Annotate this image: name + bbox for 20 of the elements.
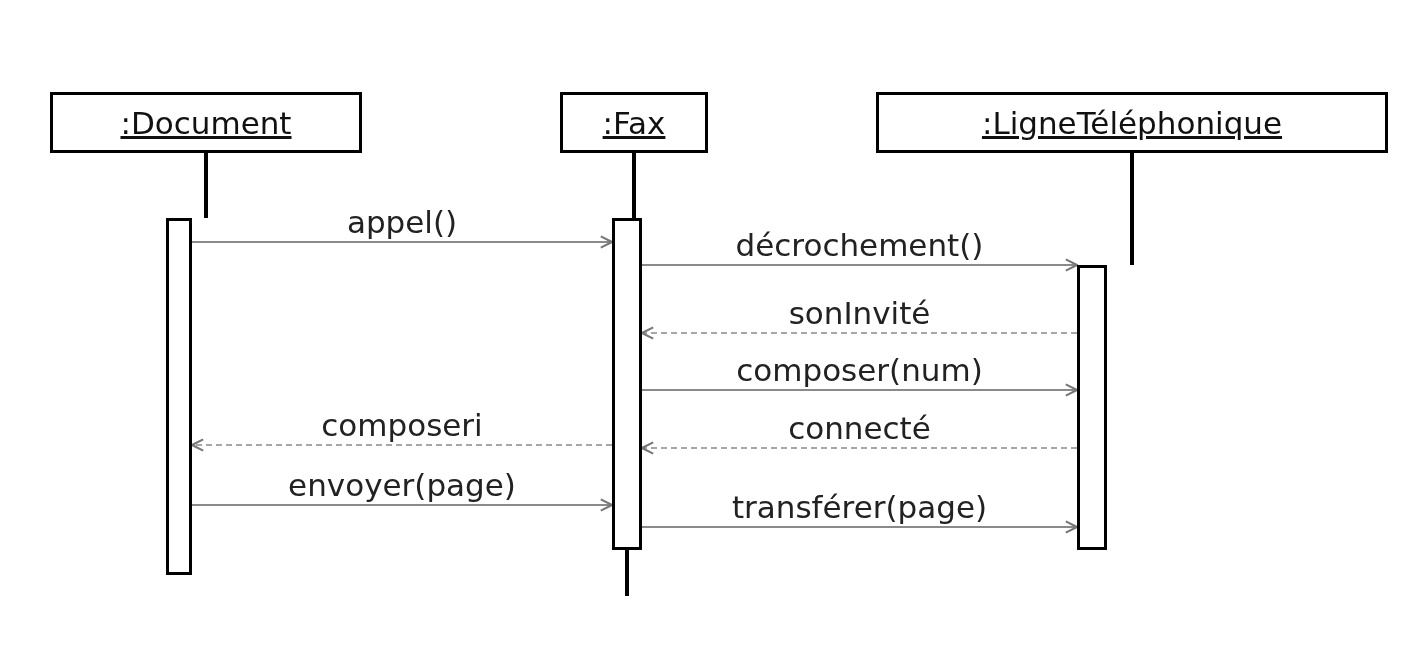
message-arrow (640, 326, 1078, 340)
activation-bar (612, 218, 642, 550)
message-arrow (641, 520, 1079, 534)
lifeline (1130, 153, 1134, 265)
object-name: :Fax (602, 104, 666, 141)
message-arrow (190, 438, 613, 452)
lifeline (632, 153, 636, 218)
message-arrow (640, 441, 1078, 455)
object-name: :Document (120, 104, 292, 141)
object-box (876, 92, 1388, 153)
object-box (560, 92, 708, 153)
activation-bar (1077, 265, 1107, 550)
message-arrow (191, 498, 614, 512)
object-box (50, 92, 362, 153)
object-name: :LigneTéléphonique (981, 104, 1283, 141)
message-arrow (191, 235, 614, 249)
message-arrow (641, 258, 1079, 272)
lifeline (204, 153, 208, 218)
message-arrow (641, 383, 1079, 397)
activation-bar (166, 218, 192, 575)
